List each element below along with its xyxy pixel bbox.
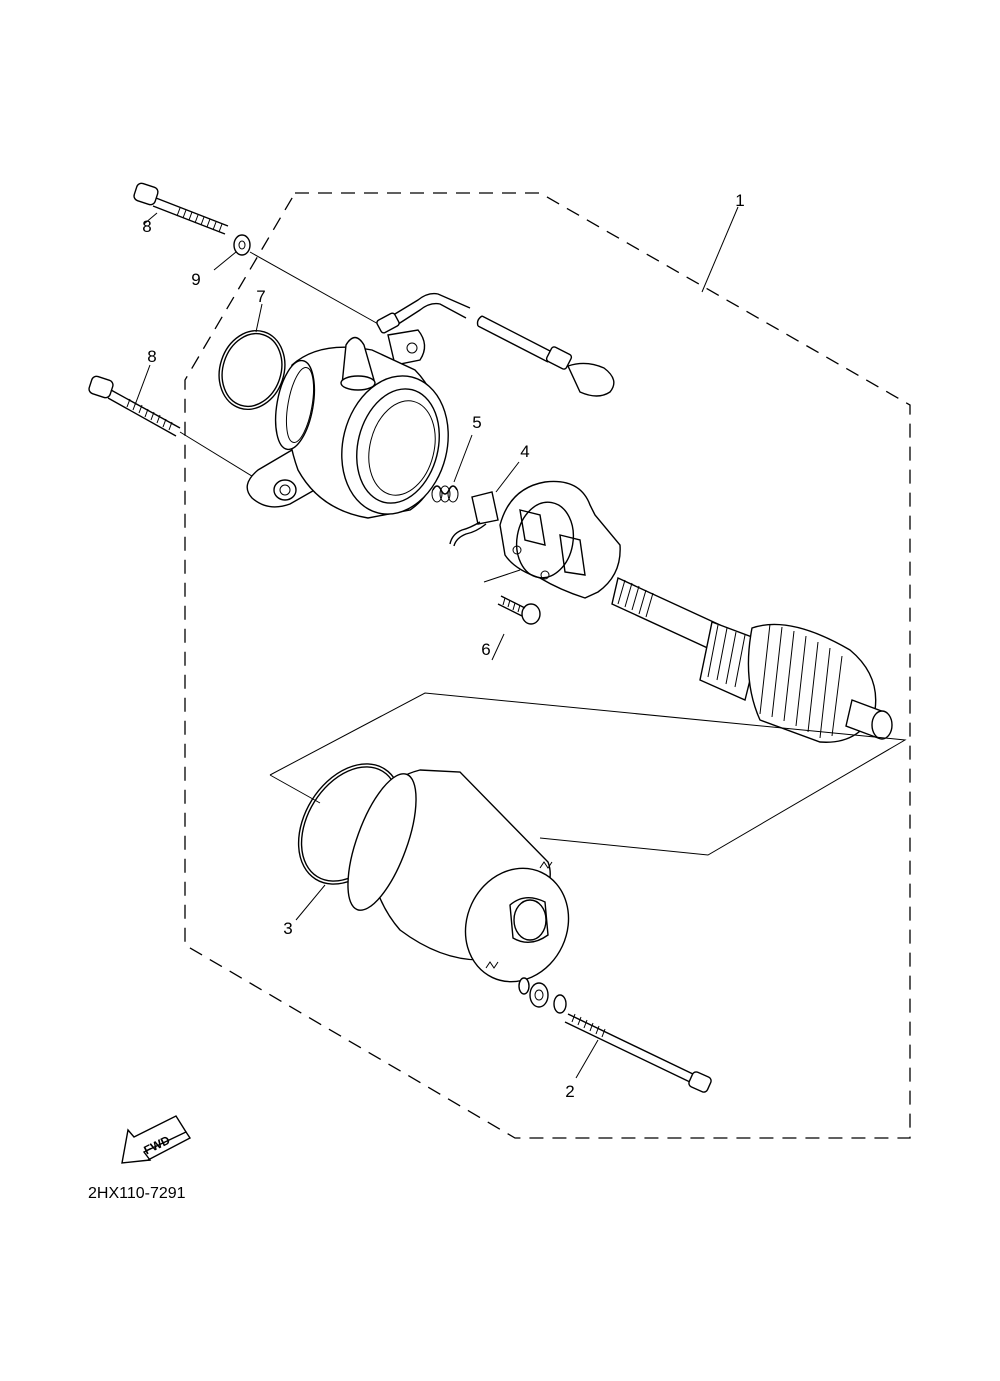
callout-5: 5 [472, 413, 481, 432]
brush-4 [449, 491, 499, 547]
leader-9 [213, 251, 237, 271]
diagram-code: 2HX110-7291 [88, 1185, 186, 1202]
front-housing [246, 329, 449, 519]
leader-8-upper [143, 212, 158, 225]
leader-8-lower [134, 364, 151, 406]
callout-6: 6 [481, 640, 490, 659]
bolt-upper [133, 182, 229, 235]
leader-5 [453, 434, 473, 483]
callout-9: 9 [191, 270, 200, 289]
callout-3: 3 [283, 919, 292, 938]
bolt-lower [88, 375, 181, 437]
fwd-arrow-icon: FWD [121, 1115, 192, 1164]
yoke-frame [269, 692, 907, 856]
callout-8-lower: 8 [147, 347, 156, 366]
callout-7: 7 [256, 287, 265, 306]
leader-4 [495, 461, 520, 493]
armature [611, 577, 893, 743]
leader-1 [701, 206, 739, 293]
screw-6 [497, 595, 541, 625]
leader-2 [575, 1039, 599, 1079]
spring-5 [431, 485, 459, 503]
callout-2: 2 [565, 1082, 574, 1101]
assembly-boundary [184, 192, 911, 1139]
bolt-upper-axis [249, 251, 381, 326]
callout-1: 1 [735, 191, 744, 210]
leader-6 [491, 633, 505, 661]
bolt-lower-axis [179, 431, 256, 479]
callout-4: 4 [520, 442, 529, 461]
leader-3 [295, 884, 326, 921]
yoke [347, 769, 570, 983]
lead-wire [376, 292, 615, 397]
through-bolt-2 [518, 977, 712, 1093]
o-ring-7 [218, 329, 286, 411]
washer-9 [233, 234, 251, 256]
callout-8-upper: 8 [142, 217, 151, 236]
leader-7 [255, 303, 263, 333]
brush-holder [483, 480, 621, 599]
